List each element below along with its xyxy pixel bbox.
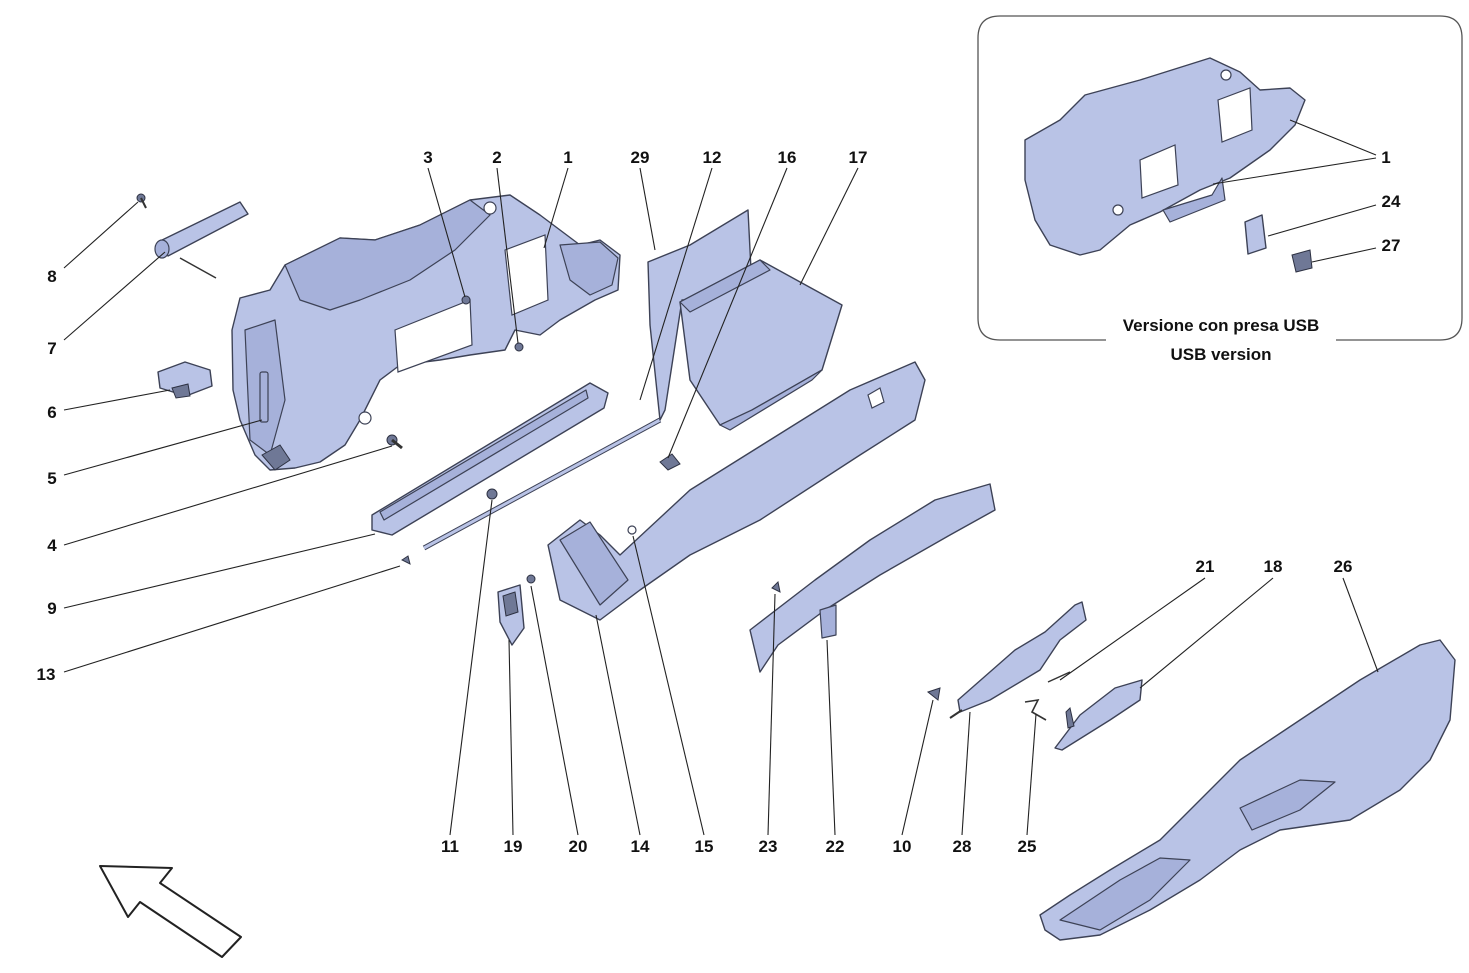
- callout-labels: 1 2 3 29 12 16 17 8 7 6 5 4 9 13 11 19 2…: [37, 148, 1401, 856]
- clip-13: [401, 555, 411, 565]
- callout-14: 14: [631, 837, 650, 856]
- callout-18: 18: [1264, 557, 1283, 576]
- screw-8: [136, 193, 147, 209]
- inset-callout-27: 27: [1382, 236, 1401, 255]
- inset-caption-italian: Versione con presa USB: [1123, 316, 1320, 335]
- latch-19: [497, 584, 525, 646]
- callout-9: 9: [47, 599, 56, 618]
- direction-arrow-icon: [99, 865, 242, 958]
- callout-12: 12: [703, 148, 722, 167]
- inset-callout-1: 1: [1381, 148, 1390, 167]
- callout-21: 21: [1196, 557, 1215, 576]
- screw-20: [526, 574, 536, 584]
- callout-13: 13: [37, 665, 56, 684]
- callout-17: 17: [849, 148, 868, 167]
- callout-5: 5: [47, 469, 56, 488]
- callout-16: 16: [778, 148, 797, 167]
- cover-18: [1054, 679, 1143, 751]
- door-inner-14: [547, 361, 926, 621]
- callout-4: 4: [47, 536, 57, 555]
- screw-4: [386, 434, 403, 450]
- usb-version-inset: [977, 15, 1463, 341]
- inset-callout-24: 24: [1382, 192, 1401, 211]
- rod-12: [422, 417, 662, 551]
- callout-3: 3: [423, 148, 432, 167]
- callout-25: 25: [1018, 837, 1037, 856]
- clip-16: [659, 453, 681, 471]
- callout-22: 22: [826, 837, 845, 856]
- callout-11: 11: [441, 837, 459, 856]
- callout-1: 1: [563, 148, 572, 167]
- callout-8: 8: [47, 267, 56, 286]
- screw-11: [486, 488, 498, 500]
- callout-10: 10: [893, 837, 912, 856]
- handle-28: [949, 601, 1087, 719]
- bracket-22: [749, 483, 996, 673]
- screw-23: [771, 580, 781, 593]
- callout-26: 26: [1334, 557, 1353, 576]
- inset-caption-english: USB version: [1170, 345, 1271, 364]
- spring-25: [1024, 698, 1047, 721]
- door-outer-26: [1039, 639, 1456, 941]
- leader-lines: [63, 119, 1379, 836]
- callout-15: 15: [695, 837, 714, 856]
- callout-19: 19: [504, 837, 523, 856]
- callout-29: 29: [631, 148, 650, 167]
- spring-21: [1047, 671, 1071, 683]
- callout-28: 28: [953, 837, 972, 856]
- screw-2: [514, 342, 524, 352]
- glovebox-housing: [231, 194, 621, 471]
- clip-10: [926, 687, 941, 701]
- callout-2: 2: [492, 148, 501, 167]
- callout-20: 20: [569, 837, 588, 856]
- pin-5: [259, 371, 269, 423]
- damper-7: [154, 201, 249, 279]
- callout-7: 7: [47, 339, 56, 358]
- hinge-strip-9: [371, 382, 609, 536]
- screw-3: [461, 295, 471, 305]
- switch-6: [157, 361, 213, 399]
- callout-6: 6: [47, 403, 56, 422]
- callout-23: 23: [759, 837, 778, 856]
- storage-bin-17: [679, 259, 843, 431]
